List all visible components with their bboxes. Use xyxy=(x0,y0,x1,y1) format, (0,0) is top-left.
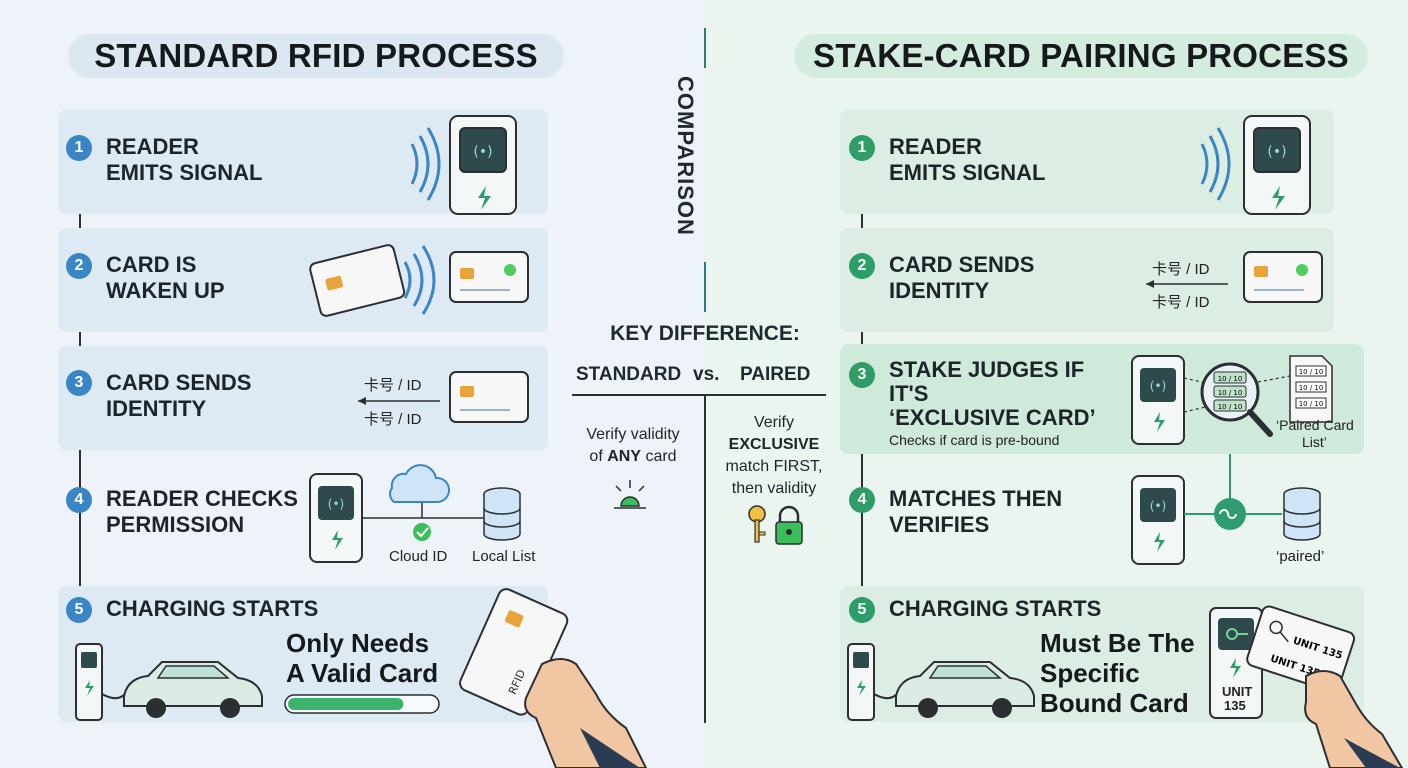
left-id-card-icon xyxy=(449,371,529,423)
key-difference-title: KEY DIFFERENCE: xyxy=(610,322,800,345)
svg-text:(•): (•) xyxy=(1150,379,1166,393)
paired-desc-line-1: Verify xyxy=(753,414,794,431)
paired-label: PAIRED xyxy=(740,364,811,385)
local-list-label: Local List xyxy=(472,548,536,565)
right-id-arrow-label-2: 卡号 / ID xyxy=(1152,294,1210,311)
paired-db-label: ‘paired’ xyxy=(1276,548,1325,565)
unit-135-charger-icon xyxy=(1209,607,1263,719)
left-permission-check-icon: (•) xyxy=(309,464,521,563)
right-step-2-label: CARD SENDS IDENTITY xyxy=(889,252,1035,303)
center-divider-middle xyxy=(704,262,706,312)
paired-desc-line-3: then validity xyxy=(731,480,817,497)
left-reader-device-icon: (•) xyxy=(410,115,517,215)
left-step-2-label: CARD IS WAKEN UP xyxy=(106,252,225,303)
left-step-1-label: READER EMITS SIGNAL xyxy=(106,134,263,185)
paired-card-list-label-1: ‘Paired Card xyxy=(1276,417,1354,433)
left-car-charging-icon xyxy=(75,643,263,721)
svg-text:(•): (•) xyxy=(473,144,492,160)
unit-charger-label-2: 135 xyxy=(1224,698,1246,713)
center-divider-bottom xyxy=(704,395,706,723)
unit-charger-label-1: UNIT xyxy=(1222,684,1253,699)
right-slogan-line-1: Must Be The xyxy=(1040,628,1195,658)
standard-desc-any: ANY xyxy=(607,448,641,465)
left-hand-rfid-card-icon: RFID xyxy=(459,588,648,768)
key-and-lock-icon xyxy=(748,505,803,545)
right-step-4-label: MATCHES THEN VERIFIES xyxy=(889,486,1063,537)
left-step-5-label: CHARGING STARTS xyxy=(106,596,319,621)
right-step-5-label: CHARGING STARTS xyxy=(889,596,1102,621)
exclusive-card-check-icon: (•) 10 / 10 10 / 10 10 / 10 10 / 10 10 /… xyxy=(1131,355,1333,445)
standard-desc-line-2: of ANY card xyxy=(572,446,694,468)
right-reader-device-icon: (•) xyxy=(1200,115,1311,215)
magnifier-list-item-2: 10 / 10 xyxy=(1218,389,1243,397)
green-indicator-light-icon xyxy=(614,480,646,509)
left-id-arrow-label-1: 卡号 / ID xyxy=(364,377,422,394)
paired-desc-line-2: match FIRST, xyxy=(725,458,823,475)
right-step-4-number: 4 xyxy=(849,487,875,513)
right-slogan-line-2: Specific xyxy=(1040,658,1140,688)
right-id-card-icon xyxy=(1243,251,1323,303)
right-hand-unit-card-icon: UNIT 135 UNIT 135 xyxy=(1246,605,1404,768)
right-step-3 xyxy=(840,344,1364,454)
right-id-arrow-label-1: 卡号 / ID xyxy=(1152,261,1210,278)
match-then-verify-icon: (•) xyxy=(1131,454,1321,565)
left-id-arrow-label-2: 卡号 / ID xyxy=(364,411,422,428)
right-step-2-number: 2 xyxy=(849,253,875,279)
left-step-4-label: READER CHECKS PERMISSION xyxy=(106,486,298,537)
left-slogan-line-2: A Valid Card xyxy=(286,658,439,688)
right-step-1-number: 1 xyxy=(849,135,875,161)
comparison-vertical-label: COMPARISON xyxy=(673,76,698,236)
left-id-arrow-icon xyxy=(358,397,440,405)
svg-text:(•): (•) xyxy=(1267,144,1286,160)
right-step-3-number: 3 xyxy=(849,362,875,388)
left-step-3-label: CARD SENDS IDENTITY xyxy=(106,370,252,421)
right-step-1-label: READER EMITS SIGNAL xyxy=(889,134,1046,185)
standard-rfid-title: STANDARD RFID PROCESS xyxy=(68,34,564,78)
left-step-5-number: 5 xyxy=(66,597,92,623)
magnifier-list-item-3: 10 / 10 xyxy=(1218,403,1243,411)
right-slogan-line-3: Bound Card xyxy=(1040,688,1189,718)
left-step-2-number: 2 xyxy=(66,253,92,279)
key-difference-underline xyxy=(572,394,826,396)
stake-card-title: STAKE-CARD PAIRING PROCESS xyxy=(794,34,1368,78)
standard-desc-of: of xyxy=(589,448,608,465)
right-step-5-number: 5 xyxy=(849,597,875,623)
svg-text:(•): (•) xyxy=(1150,499,1166,513)
magnifier-list-item-1: 10 / 10 xyxy=(1218,375,1243,383)
cloud-id-label: Cloud ID xyxy=(389,548,448,565)
paired-list-item-1: 10 / 10 xyxy=(1299,368,1324,376)
paired-list-item-3: 10 / 10 xyxy=(1299,400,1324,408)
left-progress-bar xyxy=(284,694,440,714)
right-car-charging-icon xyxy=(847,643,1035,721)
left-step-1-number: 1 xyxy=(66,135,92,161)
right-step-3-subtext: Checks if card is pre-bound xyxy=(889,432,1060,448)
vs-label: vs. xyxy=(693,364,720,385)
standard-desc-card: card xyxy=(641,448,677,465)
left-step-3-number: 3 xyxy=(66,370,92,396)
paired-desc-exclusive: EXCLUSIVE xyxy=(728,436,820,453)
paired-list-item-2: 10 / 10 xyxy=(1299,384,1324,392)
standard-desc-line-1: Verify validity xyxy=(586,426,680,443)
center-divider-top xyxy=(704,28,706,68)
svg-text:(•): (•) xyxy=(328,497,344,511)
paired-card-list-label-2: List’ xyxy=(1302,434,1327,450)
right-step-3-label: STAKE JUDGES IF IT'S ‘EXCLUSIVE CARD’ xyxy=(889,357,1096,430)
standard-label: STANDARD xyxy=(576,364,682,385)
right-id-arrow-icon xyxy=(1146,280,1228,288)
left-card-wake-icon xyxy=(309,244,529,317)
left-progress-fill xyxy=(288,698,404,710)
standard-description: Verify validity of ANY card xyxy=(572,424,694,468)
left-slogan-line-1: Only Needs xyxy=(286,628,430,658)
paired-description: Verify EXCLUSIVE match FIRST, then valid… xyxy=(712,412,836,500)
left-step-4-number: 4 xyxy=(66,487,92,513)
